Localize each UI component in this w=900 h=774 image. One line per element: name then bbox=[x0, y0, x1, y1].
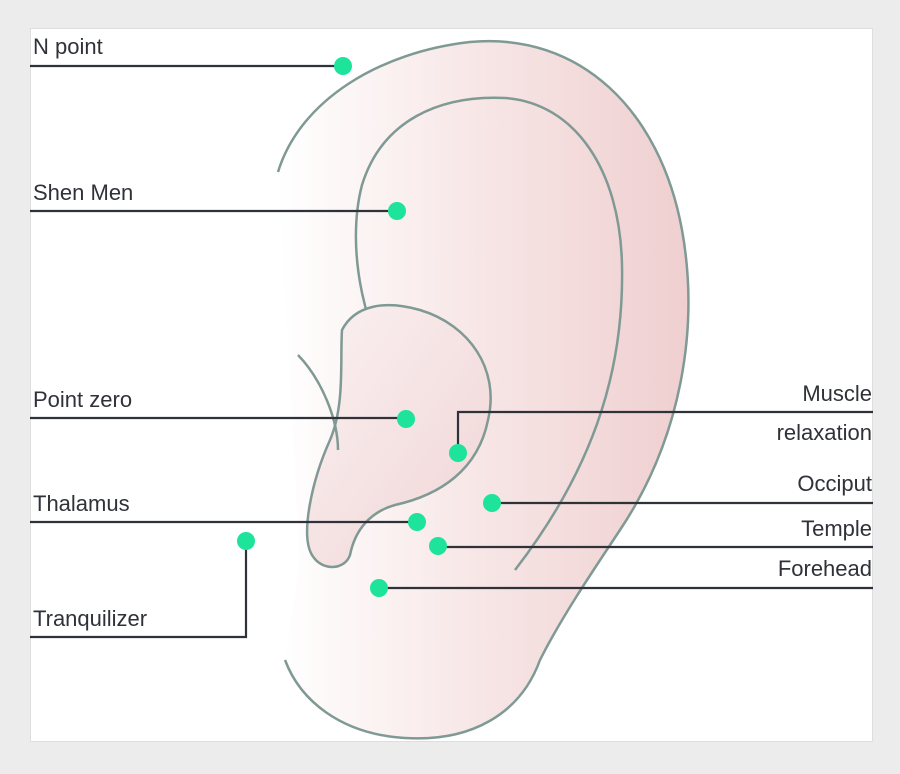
concha-shape bbox=[305, 303, 492, 569]
label-n-point: N point bbox=[33, 34, 103, 59]
label-shen-men: Shen Men bbox=[33, 180, 134, 205]
thalamus-marker bbox=[408, 513, 426, 531]
antitragus-curve bbox=[297, 354, 340, 451]
point-zero-marker bbox=[397, 410, 415, 428]
label-occiput: Occiput bbox=[797, 471, 872, 496]
n-point-marker bbox=[334, 57, 352, 75]
temple-marker bbox=[429, 537, 447, 555]
label-forehead: Forehead bbox=[777, 556, 872, 581]
label-tranquilizer: Tranquilizer bbox=[33, 606, 148, 631]
label-muscle-relaxation-line2: relaxation bbox=[776, 420, 872, 445]
label-thalamus: Thalamus bbox=[33, 491, 130, 516]
tranquilizer-marker bbox=[237, 532, 255, 550]
label-temple: Temple bbox=[801, 516, 872, 541]
helix-fold bbox=[354, 96, 624, 571]
ear-outer-rim bbox=[276, 39, 690, 740]
occiput-marker bbox=[483, 494, 501, 512]
shen-men-marker bbox=[388, 202, 406, 220]
leader-line-muscle-relaxation bbox=[456, 410, 873, 452]
leader-line-tranquilizer bbox=[30, 541, 248, 639]
forehead-marker bbox=[370, 579, 388, 597]
muscle-relaxation-marker bbox=[449, 444, 467, 462]
label-point-zero: Point zero bbox=[33, 387, 133, 412]
label-muscle-relaxation-line1: Muscle bbox=[802, 381, 872, 406]
